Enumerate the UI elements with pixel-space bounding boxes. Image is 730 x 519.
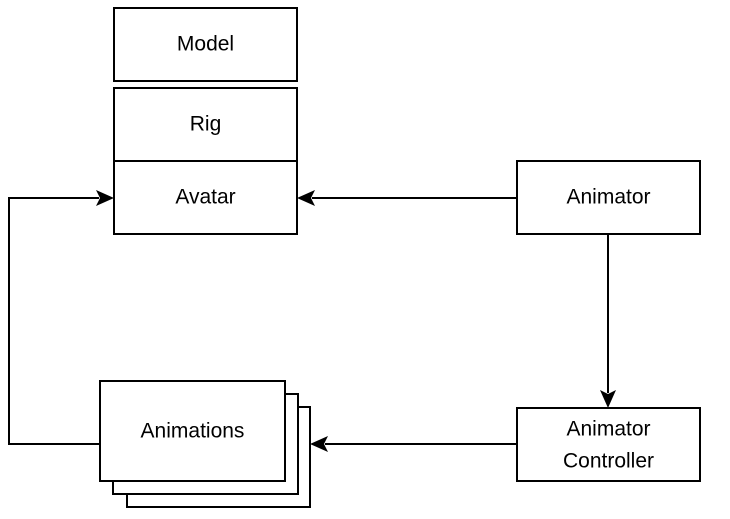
animator-node[interactable]: Animator bbox=[516, 160, 701, 235]
arrowhead-controller-top bbox=[600, 390, 616, 408]
arrowhead-animations-right bbox=[310, 436, 328, 452]
animator-controller-label-line2: Controller bbox=[563, 450, 654, 473]
rig-node[interactable]: Rig bbox=[113, 87, 298, 162]
model-label: Model bbox=[177, 33, 234, 56]
edge-animations-to-avatar bbox=[8, 190, 114, 445]
rig-label: Rig bbox=[190, 113, 222, 136]
animator-controller-node[interactable]: Animator Controller bbox=[516, 407, 701, 482]
arrowhead-avatar-left bbox=[96, 190, 114, 206]
animations-stack-front bbox=[99, 380, 286, 482]
animations-node[interactable]: Animations bbox=[99, 380, 311, 508]
animations-label: Animations bbox=[141, 420, 245, 443]
avatar-node[interactable]: Avatar bbox=[113, 160, 298, 235]
animator-controller-label-line1: Animator bbox=[566, 418, 650, 441]
model-node[interactable]: Model bbox=[113, 7, 298, 82]
avatar-label: Avatar bbox=[175, 186, 235, 209]
edge-controller-to-animations bbox=[310, 436, 517, 452]
edge-animator-to-avatar bbox=[297, 190, 517, 206]
arrowhead-avatar-right bbox=[297, 190, 315, 206]
edge-animator-to-controller bbox=[600, 234, 616, 408]
animator-label: Animator bbox=[566, 186, 650, 209]
